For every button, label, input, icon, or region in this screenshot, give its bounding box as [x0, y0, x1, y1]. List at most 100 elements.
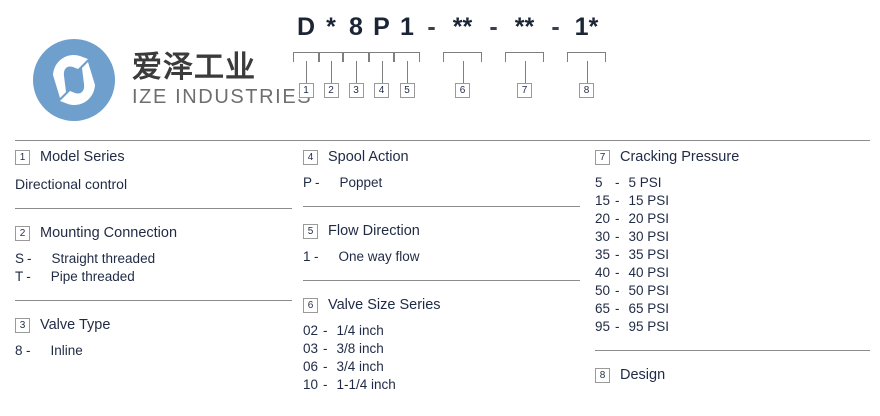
legend-section-3: 3 Valve Type 8-Inline: [15, 314, 292, 360]
option-code: 03: [303, 341, 319, 356]
option-label: 65 PSI: [628, 301, 670, 316]
section-title: Flow Direction: [328, 223, 420, 239]
option-row: 35-35 PSI: [595, 246, 870, 264]
option-code: 65: [595, 301, 611, 316]
option-label: 5 PSI: [628, 175, 662, 190]
option-code: 30: [595, 229, 611, 244]
section-spacer: [15, 194, 292, 208]
brand-logo-block: 爱泽工业 IZE INDUSTRIES: [30, 34, 311, 126]
option-dash: -: [615, 175, 620, 190]
option-row: 10-1-1/4 inch: [303, 376, 580, 394]
part-number-segment-9: **: [514, 13, 535, 41]
circle-bolt-logo-icon: [30, 36, 118, 124]
callout-stem: [524, 61, 526, 83]
section-body: P-Poppet: [303, 174, 580, 192]
part-number-segment-5: 1: [400, 13, 414, 41]
callout-stem: [586, 61, 588, 83]
callout-7: 7: [505, 52, 544, 108]
section-divider: [303, 280, 580, 281]
section-title: Valve Size Series: [328, 297, 441, 313]
option-dash: -: [615, 301, 620, 316]
option-label: Poppet: [339, 175, 383, 190]
section-body: 1-One way flow: [303, 248, 580, 266]
option-code: 50: [595, 283, 611, 298]
option-label: 95 PSI: [628, 319, 670, 334]
option-row: 50-50 PSI: [595, 282, 870, 300]
option-code: 02: [303, 323, 319, 338]
section-divider: [15, 300, 292, 301]
option-row: 8-Inline: [15, 342, 292, 360]
option-dash: -: [323, 377, 328, 392]
callout-4: 4: [369, 52, 394, 108]
callout-number-box-5: 5: [399, 83, 415, 98]
option-row: T-Pipe threaded: [15, 268, 292, 286]
header-divider: [15, 140, 870, 141]
section-spacer: [15, 301, 292, 314]
option-code: 5: [595, 175, 603, 190]
callout-stem: [356, 61, 357, 83]
option-label: 50 PSI: [628, 283, 670, 298]
part-number-segment-6: -: [427, 13, 436, 41]
callout-bracket-icon: [369, 52, 394, 62]
brand-name-cn: 爱泽工业: [132, 49, 256, 85]
option-label: 40 PSI: [628, 265, 670, 280]
option-label: Inline: [50, 343, 83, 358]
callout-6: 6: [443, 52, 482, 108]
option-label: 3/4 inch: [336, 359, 384, 374]
option-code: 1: [303, 249, 311, 264]
part-number-segment-2: *: [326, 13, 336, 41]
callout-number-box-4: 4: [374, 83, 389, 98]
section-spacer: [303, 281, 580, 294]
option-dash: -: [323, 323, 328, 338]
callout-5: 5: [394, 52, 420, 108]
callout-bracket-icon: [443, 52, 482, 62]
option-dash: -: [615, 319, 620, 334]
callout-stem: [381, 61, 383, 83]
option-row: S-Straight threaded: [15, 250, 292, 268]
section-spacer: [595, 351, 870, 364]
callout-bracket-icon: [293, 52, 319, 62]
section-spacer: [15, 209, 292, 222]
option-label: 1-1/4 inch: [336, 377, 396, 392]
option-dash: -: [615, 265, 620, 280]
option-dash: -: [615, 211, 620, 226]
part-number-segment-1: D: [296, 13, 316, 41]
section-title: Valve Type: [40, 317, 111, 333]
option-label: 30 PSI: [628, 229, 670, 244]
section-number-box-3: 3: [15, 317, 30, 333]
option-row: 03-3/8 inch: [303, 340, 580, 358]
callout-stem: [306, 61, 307, 83]
option-label: Pipe threaded: [50, 269, 135, 284]
section-title: Model Series: [40, 149, 125, 165]
option-row: 5-5 PSI: [595, 174, 870, 192]
callout-number-box-3: 3: [348, 83, 364, 98]
option-code: 10: [303, 377, 319, 392]
section-number-box-2: 2: [15, 225, 30, 241]
callout-bracket-icon: [343, 52, 369, 62]
option-code: T: [15, 269, 24, 284]
option-dash: -: [615, 229, 620, 244]
section-number-box-5: 5: [303, 223, 318, 239]
section-number-box-4: 4: [303, 149, 318, 165]
option-label: 3/8 inch: [336, 341, 384, 356]
section-divider: [15, 208, 292, 209]
section-spacer: [303, 266, 580, 280]
callout-3: 3: [343, 52, 369, 108]
callout-bracket-icon: [319, 52, 343, 62]
callout-8: 8: [567, 52, 606, 108]
option-dash: -: [615, 193, 620, 208]
callout-number-box-6: 6: [455, 83, 470, 98]
option-row: 65-65 PSI: [595, 300, 870, 318]
option-row: P-Poppet: [303, 174, 580, 192]
